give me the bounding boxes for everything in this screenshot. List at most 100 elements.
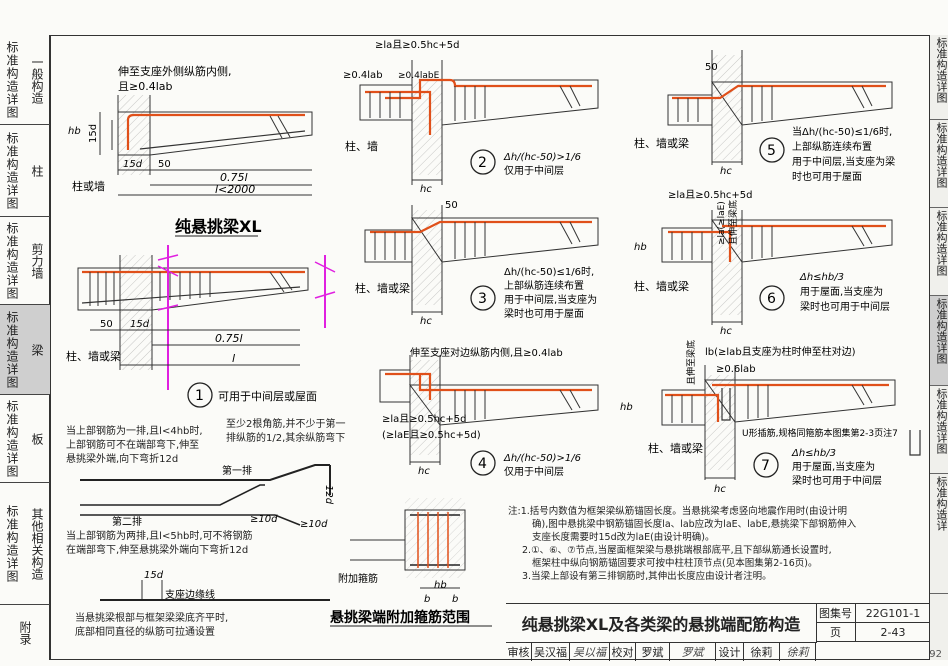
detail-condition: 当Δh/(hc-50)≤1/6时, bbox=[792, 125, 892, 138]
note-one-row: 当上部钢筋为一排,且l<4hb时, 上部钢筋可不在端部弯下,伸至 悬挑梁外端,向… bbox=[66, 425, 241, 467]
row-label: 第二排 bbox=[112, 515, 142, 528]
detail-caption: 用于屋面,当支座为 bbox=[792, 460, 875, 473]
support-label: 柱、墙或梁 bbox=[634, 136, 689, 150]
right-tab[interactable]: 标准构造详图 bbox=[930, 386, 948, 474]
sign-role: 校对 bbox=[610, 642, 636, 661]
support-label: 柱、墙或梁 bbox=[634, 279, 689, 293]
dim-label: l<2000 bbox=[215, 183, 255, 196]
diagram-4: 伸至支座对边纵筋内侧,且≥0.4lab ≥la且≥0.5hc+5d (≥laE且… bbox=[379, 346, 599, 478]
category-sidebar: 标准构造详图 一般构造 标准构造详图 柱 标准构造详图 剪力墙 标准构造详图 梁… bbox=[0, 35, 50, 660]
dim-label: ≥10d bbox=[250, 514, 278, 525]
sidebar-item-other[interactable]: 标准构造详图 其他相关构造 bbox=[0, 483, 50, 605]
sidebar-item-label: 标准构造详图 bbox=[5, 131, 19, 210]
sidebar-item-slab[interactable]: 标准构造详图 板 bbox=[0, 395, 50, 483]
detail-caption: 仅用于中间层 bbox=[504, 164, 564, 177]
sidebar-item-label: 标准构造详图 bbox=[5, 221, 19, 300]
detail-caption: 仅用于中间层 bbox=[504, 465, 564, 478]
sidebar-item-beam[interactable]: 标准构造详图 梁 bbox=[0, 305, 50, 395]
note-line: 2.①、⑥、⑦节点,当屋面框架梁与悬挑端根部底平,且下部纵筋通长设置时, bbox=[522, 545, 832, 556]
detail-number: 3 bbox=[478, 291, 487, 307]
note-corner-bars: 至少2根角筋,并不少于第一 排纵筋的1/2,其余纵筋弯下 bbox=[226, 418, 376, 446]
support-label: 柱、墙或梁 bbox=[355, 281, 410, 295]
sign-role: 审核 bbox=[506, 642, 532, 661]
dim-label: ≥0.4labE bbox=[398, 71, 440, 81]
dim-label: (≥laE且≥0.5hc+5d) bbox=[382, 429, 481, 441]
right-tab[interactable]: 标准构造详图 bbox=[930, 296, 948, 386]
annotation: U形插筋,规格同箍筋本图集第2-3页注7 bbox=[742, 427, 898, 439]
dim-label: hb bbox=[68, 126, 81, 137]
dim-label: hc bbox=[420, 316, 432, 327]
note-line: 悬挑梁外端,向下弯折12d bbox=[66, 454, 179, 465]
right-tab[interactable]: 标准构造详图 bbox=[930, 120, 948, 208]
sidebar-item-general[interactable]: 标准构造详图 一般构造 bbox=[0, 35, 50, 125]
row-label: 第一排 bbox=[222, 464, 252, 477]
signature: 徐莉 bbox=[780, 642, 816, 661]
annotation: 支座边缘线 bbox=[165, 588, 215, 601]
signature-row: 审核 吴汉福 吴以福 校对 罗斌 罗斌 设计 徐莉 徐莉 bbox=[506, 642, 930, 661]
sidebar-item-label: 标准构造详图 bbox=[5, 504, 19, 583]
right-edge-tabs: 标准构造详图 标准构造详图 标准构造详图 标准构造详图 标准构造详图 标准构造详… bbox=[929, 35, 948, 660]
note-line: 当上部钢筋为两排,且l<5hb时,可不将钢筋 bbox=[66, 531, 253, 542]
dim-label: ≥0.4lab bbox=[343, 70, 383, 81]
detail-number-circle bbox=[753, 452, 779, 478]
note-line: 确),图中悬挑梁中钢筋锚固长度la、lab应改为laE、labE,悬挑梁下部钢筋… bbox=[532, 519, 857, 530]
detail-caption: 时也可用于屋面 bbox=[792, 170, 862, 183]
diagram-1: 50 15d 0.75l l 柱、墙或梁 1 可用于中间层或屋面 bbox=[66, 245, 336, 408]
annotation: 伸至支座外侧纵筋内侧, bbox=[118, 64, 232, 78]
sidebar-item-sub: 梁 bbox=[30, 343, 44, 356]
note-line: 底部相同直径的纵筋可拉通设置 bbox=[75, 627, 215, 638]
note-line: 排纵筋的1/2,其余纵筋弯下 bbox=[226, 433, 346, 444]
support-label: 柱、墙或梁 bbox=[648, 441, 703, 455]
sidebar-item-sub: 板 bbox=[30, 432, 44, 445]
sidebar-item-appendix[interactable]: 附录 bbox=[0, 605, 50, 660]
atlas-number: 22G101-1 bbox=[856, 604, 930, 623]
right-tab[interactable]: 标准构造详 bbox=[930, 474, 948, 594]
stirrup-range-sketch: 附加箍筋 b b hb 悬挑梁端附加箍筋范围 bbox=[329, 498, 492, 627]
note-line: 支座长度需要时15d改为laE(由设计明确)。 bbox=[532, 532, 715, 543]
dim-label: b bbox=[424, 594, 430, 605]
right-tab[interactable]: 标准构造详图 bbox=[930, 35, 948, 120]
note-line: 当悬挑梁根部与框架梁梁底齐平时, bbox=[75, 613, 229, 624]
dim-label: hc bbox=[720, 326, 732, 337]
signature: 吴以福 bbox=[570, 642, 610, 661]
detail-caption: 用于中间层,当支座为梁 bbox=[792, 155, 895, 168]
signature: 罗斌 bbox=[670, 642, 716, 661]
dim-label: 0.75l bbox=[220, 171, 248, 184]
note-line: 在端部弯下,伸至悬挑梁外端向下弯折12d bbox=[66, 545, 249, 556]
right-tab[interactable]: 标准构造详图 bbox=[930, 208, 948, 296]
diagram-3: 50 柱、墙或梁 hc 3 Δh/(hc-50)≤1/6时, 上部纵筋连续布置 … bbox=[355, 200, 599, 327]
sign-role: 设计 bbox=[716, 642, 744, 661]
annotation: 附加箍筋 bbox=[338, 572, 378, 585]
page-label: 页 bbox=[816, 623, 856, 642]
detail-number-circle bbox=[759, 285, 785, 311]
dim-label: 50 bbox=[158, 159, 171, 170]
dim-label: b bbox=[452, 594, 458, 605]
detail-number: 4 bbox=[478, 456, 487, 472]
detail-caption: 梁时也可用于屋面 bbox=[504, 307, 584, 320]
diagram-6: ≥la且≥0.5hc+5d ≥la(≥laE) 且伸至梁底 柱、墙或梁 hb h… bbox=[634, 189, 893, 337]
dim-label: ≥la且≥0.5hc+5d bbox=[375, 39, 460, 51]
dim-label: ≥la且≥0.5hc+5d bbox=[668, 189, 753, 201]
sidebar-item-shearwall[interactable]: 标准构造详图 剪力墙 bbox=[0, 217, 50, 305]
diagram-7: lb(≥lab且支座为柱时伸至柱对边) ≥0.6lab 且伸至梁底 U形插筋,规… bbox=[620, 340, 921, 495]
note-line: 3.当梁上部设有第三排钢筋时,其伸出长度应由设计者注明。 bbox=[522, 571, 772, 582]
sidebar-item-column[interactable]: 标准构造详图 柱 bbox=[0, 125, 50, 217]
detail-condition: Δh/(hc-50)≤1/6时, bbox=[504, 266, 594, 278]
detail-condition: Δh≤hb/3 bbox=[799, 272, 844, 283]
note-line: 注:1.括号内数值为框架梁纵筋锚固长度。当悬挑梁考虑竖向地震作用时(由设计明 bbox=[508, 506, 847, 517]
page-number: 2-43 bbox=[856, 623, 930, 642]
note-line: 框架柱中纵向钢筋锚固要求可按中柱柱顶节点(见本图集第2-16页)。 bbox=[532, 558, 818, 569]
detail-caption: 梁时也可用于中间层 bbox=[800, 300, 890, 313]
atlas-label: 图集号 bbox=[816, 604, 856, 623]
general-notes: 注:1.括号内数值为框架梁纵筋锚固长度。当悬挑梁考虑竖向地震作用时(由设计明 确… bbox=[508, 505, 928, 583]
detail-caption: 用于屋面,当支座为 bbox=[800, 285, 883, 298]
detail-condition: Δh≤hb/3 bbox=[791, 448, 836, 459]
drawing-title: 纯悬挑梁XL及各类梁的悬挑端配筋构造 bbox=[506, 604, 817, 643]
sidebar-item-label: 标准构造详图 bbox=[5, 399, 19, 478]
detail-number-circle bbox=[470, 450, 496, 476]
dim-label: 50 bbox=[445, 200, 458, 211]
detail-caption: 上部纵筋连续布置 bbox=[792, 140, 872, 153]
dim-label: ≥10d bbox=[300, 519, 328, 530]
